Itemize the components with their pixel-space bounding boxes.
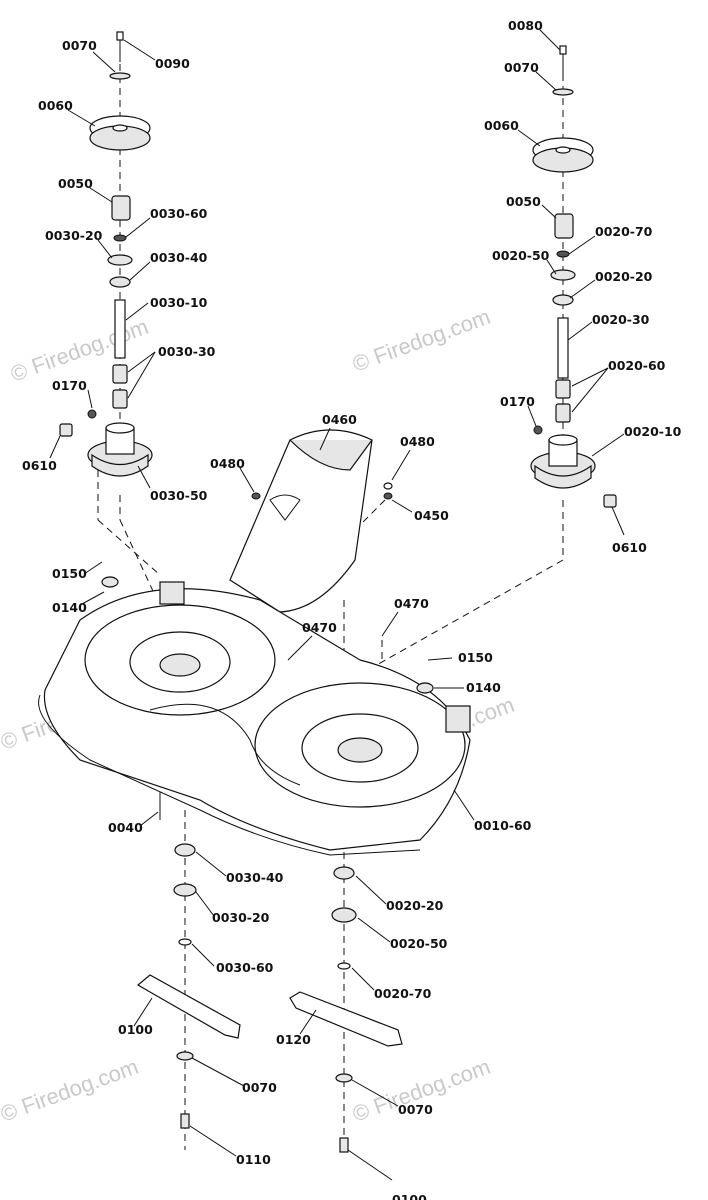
- label-0070-top-right: 0070: [504, 60, 539, 75]
- label-0030-30: 0030-30: [158, 344, 216, 359]
- label-0070-lower-right: 0070: [398, 1102, 433, 1117]
- label-0040: 0040: [108, 820, 143, 835]
- label-0020-20-upper: 0020-20: [595, 269, 653, 284]
- left-spindle-stack: [59, 31, 153, 477]
- label-0020-30: 0020-30: [592, 312, 650, 327]
- label-0020-60: 0020-60: [608, 358, 666, 373]
- lower-left-stack: [136, 843, 241, 1129]
- label-0020-50-upper: 0020-50: [492, 248, 550, 263]
- watermark-right: © Firedog.com: [349, 304, 493, 377]
- label-0030-40-upper: 0030-40: [150, 250, 208, 265]
- label-0090: 0090: [155, 56, 190, 71]
- label-0030-20-lower: 0030-20: [212, 910, 270, 925]
- mower-deck: [38, 576, 471, 856]
- label-0460: 0460: [322, 412, 357, 427]
- label-0020-70-lower: 0020-70: [374, 986, 432, 1001]
- label-0070-top-left: 0070: [62, 38, 97, 53]
- label-0050-right: 0050: [506, 194, 541, 209]
- watermark-bottom-left: © Firedog.com: [0, 1054, 142, 1127]
- lower-right-stack: [289, 866, 403, 1153]
- label-0070-lower-left: 0070: [242, 1080, 277, 1095]
- label-0470-right: 0470: [394, 596, 429, 611]
- leader-lines: [49, 29, 625, 1181]
- label-0140-right: 0140: [466, 680, 501, 695]
- label-0030-20-upper: 0030-20: [45, 228, 103, 243]
- label-0020-70-upper: 0020-70: [595, 224, 653, 239]
- label-0030-10: 0030-10: [150, 295, 208, 310]
- label-0480-left: 0480: [210, 456, 245, 471]
- label-0030-60-lower: 0030-60: [216, 960, 274, 975]
- watermark-left: © Firedog.com: [7, 314, 151, 387]
- label-0100-blade: 0100: [118, 1022, 153, 1037]
- label-0120-blade: 0120: [276, 1032, 311, 1047]
- part-labels: 0070 0090 0060 0050 0030-60 0030-20 0030…: [22, 18, 682, 1200]
- label-0060-left: 0060: [38, 98, 73, 113]
- label-0170-left: 0170: [52, 378, 87, 393]
- label-0100-bottom-partial: 0100: [392, 1192, 427, 1200]
- label-0030-50: 0030-50: [150, 488, 208, 503]
- label-0140-left: 0140: [52, 600, 87, 615]
- label-0020-10: 0020-10: [624, 424, 682, 439]
- label-0150-right: 0150: [458, 650, 493, 665]
- label-0050-left: 0050: [58, 176, 93, 191]
- label-0020-50-lower: 0020-50: [390, 936, 448, 951]
- label-0150-left: 0150: [52, 566, 87, 581]
- label-0610-right: 0610: [612, 540, 647, 555]
- label-0610-left: 0610: [22, 458, 57, 473]
- label-0110: 0110: [236, 1152, 271, 1167]
- label-0470-center: 0470: [302, 620, 337, 635]
- label-0060-right: 0060: [484, 118, 519, 133]
- label-0010-60: 0010-60: [474, 818, 532, 833]
- label-0080: 0080: [508, 18, 543, 33]
- label-0020-20-lower: 0020-20: [386, 898, 444, 913]
- right-spindle-stack: [530, 45, 617, 508]
- discharge-chute: [229, 429, 393, 613]
- label-0480-right: 0480: [400, 434, 435, 449]
- label-0030-40-lower: 0030-40: [226, 870, 284, 885]
- label-0030-60-upper: 0030-60: [150, 206, 208, 221]
- label-0170-right: 0170: [500, 394, 535, 409]
- label-0450: 0450: [414, 508, 449, 523]
